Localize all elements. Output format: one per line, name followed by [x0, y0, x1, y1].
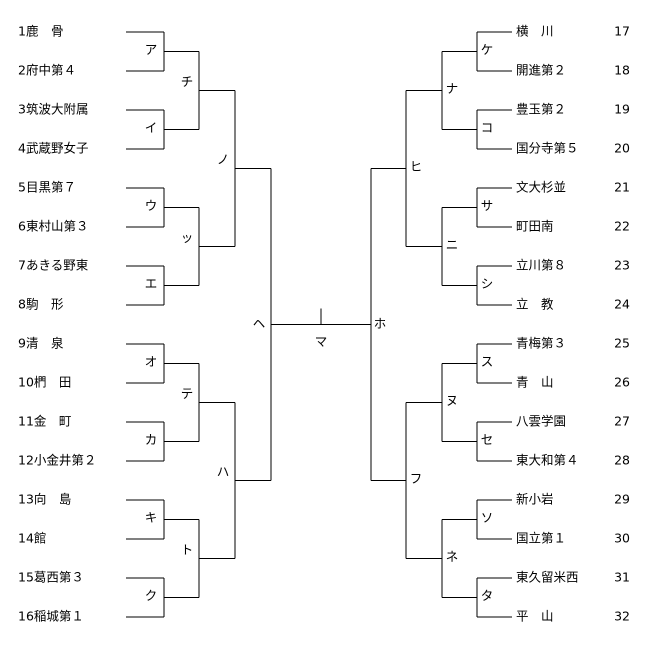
match-label: ニ: [446, 237, 459, 252]
team-entry-right: 立川第８: [516, 258, 566, 273]
team-entry-right: 青梅第３: [516, 336, 566, 351]
match-label: ネ: [446, 549, 459, 564]
team-entry-left: 15葛西第３: [18, 570, 84, 585]
team-number-right: 25: [614, 336, 630, 351]
team-number-right: 19: [614, 102, 630, 117]
match-label: テ: [181, 386, 194, 401]
team-entry-left: 13向 島: [18, 492, 71, 507]
match-label: カ: [145, 432, 158, 447]
team-number-right: 32: [614, 609, 630, 624]
team-number-right: 18: [614, 63, 630, 78]
match-label: エ: [145, 276, 158, 291]
team-number-right: 27: [614, 414, 630, 429]
team-entry-left: 4武蔵野女子: [18, 141, 88, 156]
match-label: ト: [181, 542, 194, 557]
team-number-right: 26: [614, 375, 630, 390]
team-entry-left: 8駒 形: [18, 297, 64, 312]
team-entry-left: 5目黒第７: [18, 180, 76, 195]
team-entry-right: 東大和第４: [516, 453, 579, 468]
match-label: ス: [481, 354, 494, 369]
team-number-right: 24: [614, 297, 630, 312]
team-number-right: 21: [614, 180, 630, 195]
match-label: イ: [145, 120, 158, 135]
team-entry-right: 豊玉第２: [516, 102, 566, 117]
team-number-right: 28: [614, 453, 630, 468]
team-entry-right: 立 教: [516, 297, 554, 312]
match-label: シ: [481, 276, 494, 291]
team-entry-right: 国立第１: [516, 531, 566, 546]
team-entry-left: 3筑波大附属: [18, 102, 88, 117]
match-label: ウ: [145, 198, 158, 213]
team-entry-right: 平 山: [516, 609, 554, 624]
match-label: ッ: [181, 230, 194, 245]
team-entry-left: 12小金井第２: [18, 453, 96, 468]
match-label: サ: [481, 198, 494, 213]
match-label: キ: [145, 510, 158, 525]
team-entry-left: 1鹿 骨: [18, 24, 63, 39]
final-label: マ: [315, 334, 328, 349]
team-number-right: 20: [614, 141, 630, 156]
team-entry-left: 14館: [18, 531, 46, 546]
match-label: チ: [181, 74, 194, 89]
team-entry-right: 東久留米西: [516, 570, 579, 585]
team-number-right: 31: [614, 570, 630, 585]
team-number-right: 29: [614, 492, 630, 507]
match-label: ア: [145, 42, 158, 57]
team-entry-left: 6東村山第３: [18, 219, 88, 234]
team-entry-right: 新小岩: [516, 492, 554, 507]
team-entry-right: 開進第２: [516, 63, 566, 78]
match-label: セ: [481, 432, 494, 447]
team-entry-right: 町田南: [516, 219, 554, 234]
team-entry-right: 八雲学園: [516, 414, 566, 429]
match-label: ヒ: [410, 159, 423, 174]
match-label: オ: [145, 354, 158, 369]
team-entry-right: 文大杉並: [516, 180, 566, 195]
team-entry-left: 9清 泉: [18, 336, 64, 351]
team-entry-right: 国分寺第５: [516, 141, 579, 156]
team-number-right: 23: [614, 258, 630, 273]
team-number-right: 17: [614, 24, 630, 39]
match-label: ナ: [446, 81, 459, 96]
team-number-right: 22: [614, 219, 630, 234]
match-label: フ: [410, 471, 423, 486]
match-label: ヌ: [446, 393, 459, 408]
match-label: ヘ: [253, 316, 266, 331]
team-entry-left: 16稲城第１: [18, 609, 84, 624]
team-entry-left: 11金 町: [18, 414, 71, 429]
team-entry-left: 7あきる野東: [18, 258, 89, 273]
team-entry-left: 10椚 田: [18, 375, 71, 390]
match-label: ハ: [217, 464, 230, 479]
team-number-right: 30: [614, 531, 630, 546]
match-label: ソ: [481, 510, 494, 525]
match-label: コ: [481, 120, 494, 135]
match-label: タ: [481, 588, 494, 603]
team-entry-right: 横 川: [516, 24, 554, 39]
match-label: ノ: [217, 152, 230, 167]
team-entry-right: 青 山: [516, 375, 554, 390]
team-entry-left: 2府中第４: [18, 63, 76, 78]
match-label: ク: [145, 588, 158, 603]
match-label: ケ: [481, 42, 494, 57]
match-label: ホ: [374, 316, 387, 331]
